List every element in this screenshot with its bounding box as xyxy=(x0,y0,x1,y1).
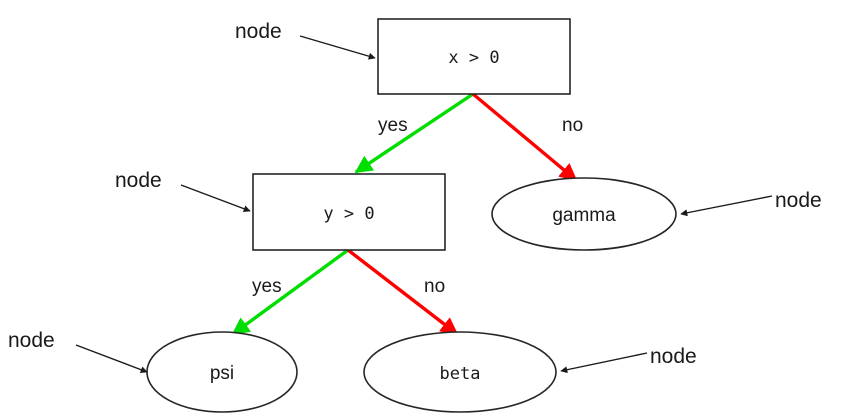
edge-label-group: yes no yes no xyxy=(252,115,583,297)
annotation-label-root: node xyxy=(235,20,282,43)
annotation-pointer-gamma xyxy=(680,195,773,217)
annotation-group: node node node node node xyxy=(8,20,822,374)
node-psi-label: psi xyxy=(210,363,234,384)
node-root-rect[interactable] xyxy=(377,18,571,95)
node-branch-label: y > 0 xyxy=(323,204,374,224)
node-beta-ellipse[interactable] xyxy=(363,331,557,413)
node-root-label: x > 0 xyxy=(448,48,499,68)
annotation-label-gamma: node xyxy=(775,189,822,212)
edge-branch-no xyxy=(346,248,459,336)
edge-label-branch-no: no xyxy=(424,276,445,297)
edge-root-yes xyxy=(354,92,474,174)
annotation-label-psi: node xyxy=(8,329,55,352)
annotation-pointer-branch xyxy=(180,184,251,213)
node-gamma-ellipse[interactable] xyxy=(491,177,677,251)
annotation-label-beta: node xyxy=(650,345,697,368)
edge-root-no xyxy=(471,92,578,182)
node-branch-rect[interactable] xyxy=(252,173,446,251)
node-branch[interactable]: y > 0 xyxy=(252,173,446,251)
edge-label-root-no: no xyxy=(562,115,583,136)
node-beta-label: beta xyxy=(440,364,481,384)
annotation-label-branch: node xyxy=(115,169,162,192)
annotation-pointer-root xyxy=(299,35,376,60)
node-gamma[interactable]: gamma xyxy=(491,177,677,251)
edge-label-root-yes: yes xyxy=(378,115,408,136)
node-gamma-label: gamma xyxy=(552,205,616,226)
node-root[interactable]: x > 0 xyxy=(377,18,571,95)
edge-branch-yes xyxy=(231,248,350,336)
annotation-pointer-psi xyxy=(75,344,148,374)
node-beta[interactable]: beta xyxy=(363,331,557,413)
annotation-pointer-beta xyxy=(560,352,648,374)
edge-group xyxy=(231,92,578,336)
edge-label-branch-yes: yes xyxy=(252,276,282,297)
node-psi[interactable]: psi xyxy=(146,331,298,413)
